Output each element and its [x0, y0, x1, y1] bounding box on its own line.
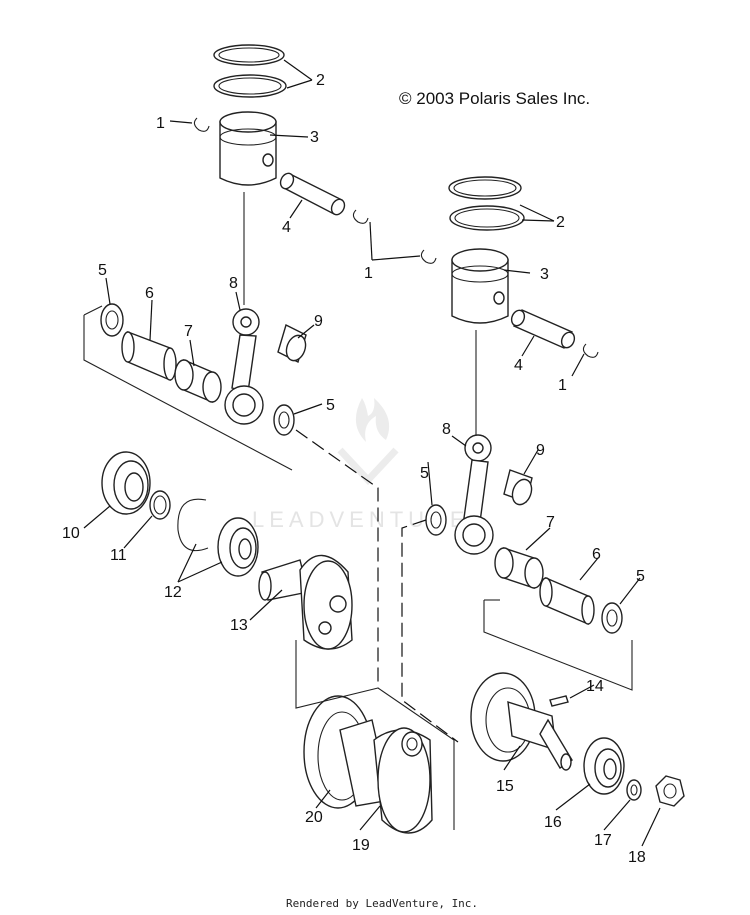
footer-credit: Rendered by LeadVenture, Inc. — [286, 897, 478, 910]
left-piston-assembly — [100, 44, 433, 834]
piston-ring — [213, 74, 287, 98]
callout-5: 5 — [420, 465, 429, 482]
seal — [100, 303, 124, 337]
callout-14: 14 — [586, 678, 604, 695]
callout-13: 13 — [230, 617, 248, 634]
callout-8: 8 — [229, 275, 238, 292]
callout-20: 20 — [305, 809, 323, 826]
snap-ring — [177, 498, 209, 552]
callout-9: 9 — [536, 442, 545, 459]
needle-bearing — [277, 324, 307, 363]
piston — [451, 248, 509, 324]
washer — [626, 779, 642, 801]
piston-ring — [448, 176, 522, 200]
callout-2: 2 — [556, 214, 565, 231]
callout-9: 9 — [314, 313, 323, 330]
callout-17: 17 — [594, 832, 612, 849]
callout-7: 7 — [184, 323, 193, 340]
circlip — [352, 209, 369, 224]
callout-15: 15 — [496, 778, 514, 795]
callout-3: 3 — [310, 129, 319, 146]
circlip — [582, 343, 599, 358]
callout-19: 19 — [352, 837, 370, 854]
circlip — [420, 249, 437, 264]
woodruff-key — [549, 695, 569, 707]
piston — [219, 111, 277, 186]
seal — [601, 602, 623, 634]
callout-11: 11 — [110, 547, 127, 564]
callout-6: 6 — [145, 285, 154, 302]
callout-6: 6 — [592, 546, 601, 563]
piston-ring — [213, 44, 285, 66]
main-bearing — [583, 737, 625, 795]
callout-5: 5 — [326, 397, 335, 414]
piston-ring — [449, 205, 525, 231]
bearing — [217, 517, 259, 577]
needle-bearing — [503, 469, 533, 506]
seal — [273, 404, 295, 436]
piston-pin — [279, 172, 346, 216]
callout-4: 4 — [514, 357, 523, 374]
sleeve — [121, 330, 177, 382]
crankshaft-half — [470, 672, 573, 771]
roller-bearing — [174, 358, 222, 404]
callout-12: 12 — [164, 584, 182, 601]
right-piston-assembly — [420, 176, 685, 807]
callout-1: 1 — [364, 265, 373, 282]
washer — [149, 490, 171, 520]
sleeve — [539, 576, 595, 626]
callout-7: 7 — [546, 514, 555, 531]
callout-2: 2 — [316, 72, 325, 89]
right-assembly-outlines — [401, 519, 633, 743]
callout-5: 5 — [636, 568, 645, 585]
callout-1: 1 — [558, 377, 567, 394]
callout-16: 16 — [544, 814, 562, 831]
leader-lines — [83, 59, 661, 847]
callout-18: 18 — [628, 849, 646, 866]
nut — [655, 775, 685, 807]
piston-pin — [510, 309, 576, 349]
connecting-rod — [454, 434, 494, 555]
callout-1: 1 — [156, 115, 165, 132]
main-bearing — [101, 451, 151, 515]
copyright-notice: © 2003 Polaris Sales Inc. — [399, 89, 590, 108]
callout-10: 10 — [62, 525, 80, 542]
callout-3: 3 — [540, 266, 549, 283]
circlip — [193, 117, 210, 132]
connecting-rod — [224, 308, 264, 425]
roller-bearing — [494, 547, 544, 589]
seal — [425, 504, 447, 536]
crankshaft-half — [258, 554, 353, 650]
callout-5: 5 — [98, 262, 107, 279]
callout-4: 4 — [282, 219, 291, 236]
crankshaft-assembly — [303, 695, 433, 834]
callout-8: 8 — [442, 421, 451, 438]
left-assembly-outlines — [83, 305, 455, 830]
callout-labels: 1 2 3 4 1 5 6 7 8 9 5 10 11 12 13 2 3 4 … — [62, 72, 646, 866]
